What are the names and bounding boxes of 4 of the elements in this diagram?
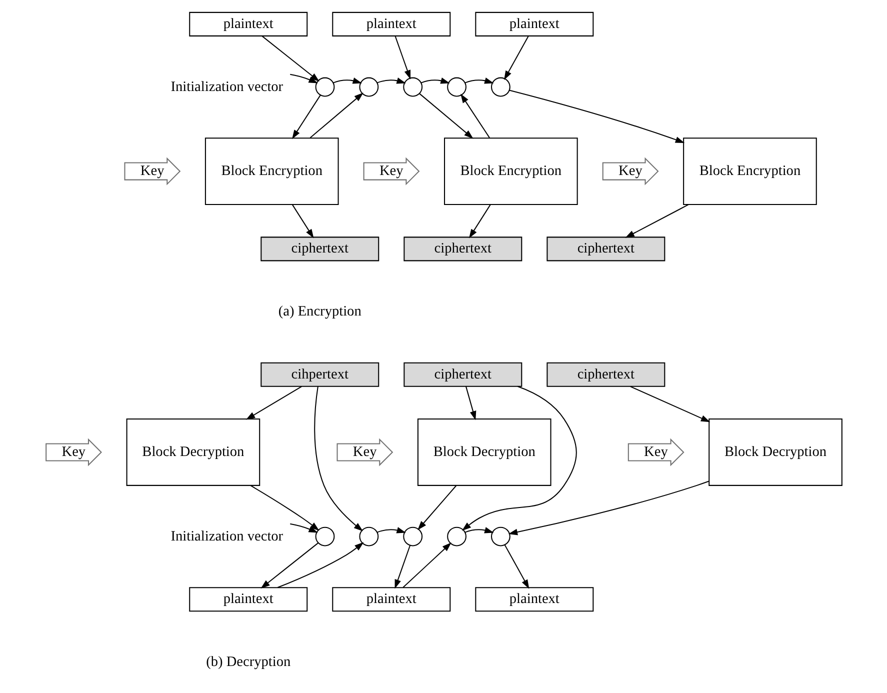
label: (a) Encryption [278,304,361,320]
node-text: Initialization vector [170,78,283,95]
node-text: Initialization vector [170,528,283,544]
label: (b) Decryption [206,654,290,670]
